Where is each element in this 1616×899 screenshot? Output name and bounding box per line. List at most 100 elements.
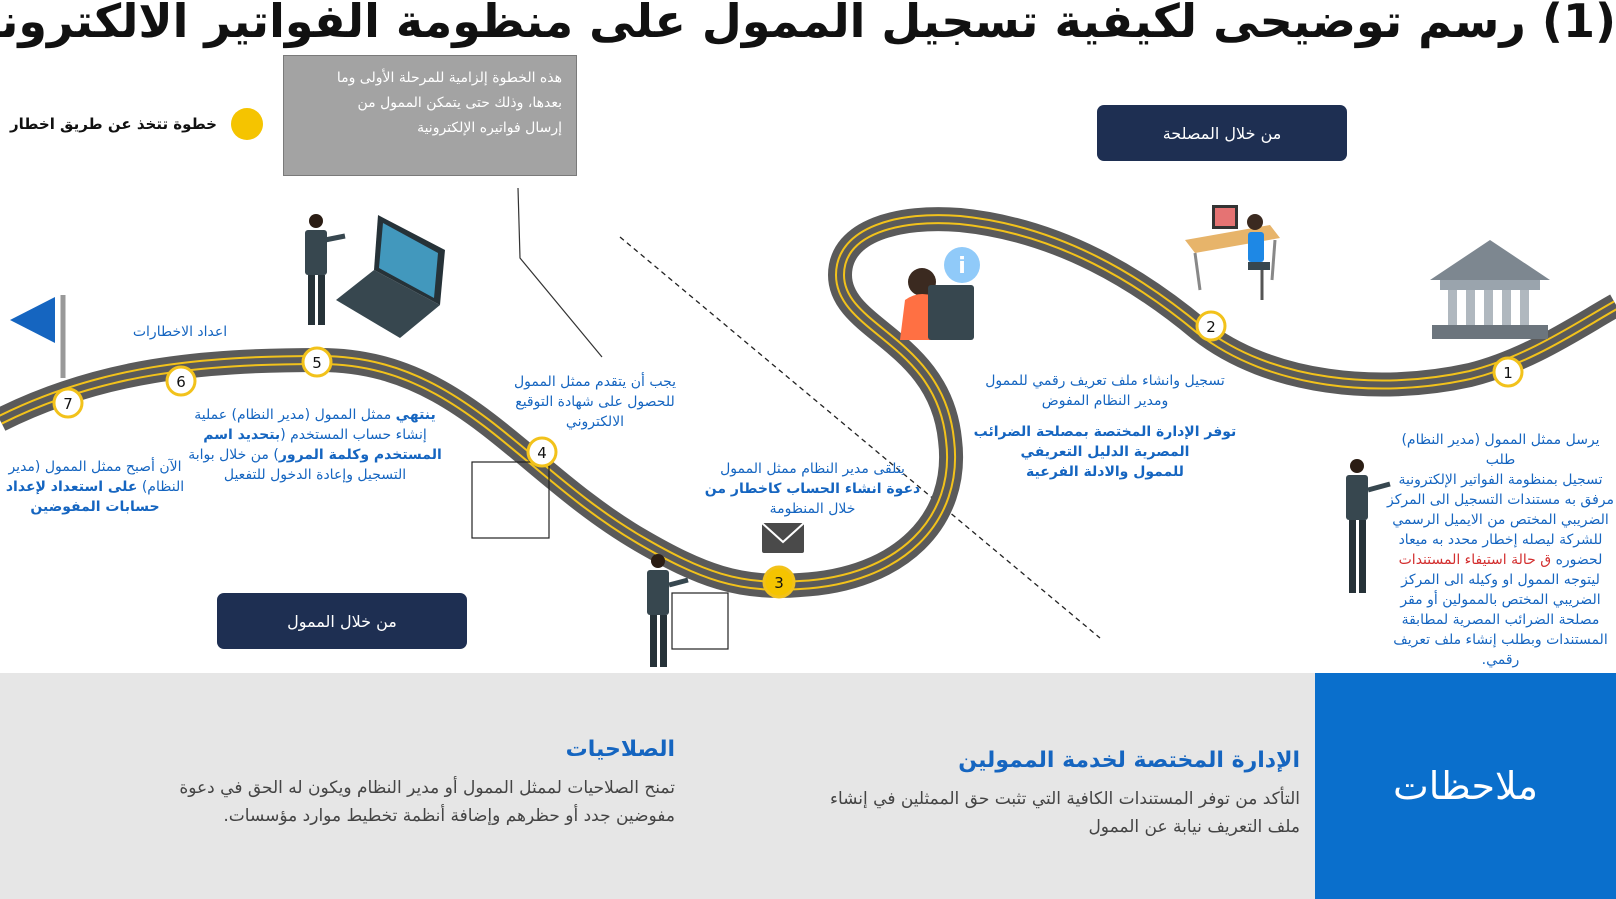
text-line: تسجيل بمنظومة الفواتير الإلكترونية (1398, 472, 1603, 488)
text-line: إنشاء حساب المستخدم (بتحديد اسم (185, 425, 445, 445)
svg-text:i: i (958, 254, 966, 279)
text-line: للحصول على شهادة التوقيع (515, 394, 675, 410)
section-body: تمنح الصلاحيات لممثل الممول أو مدير النظ… (130, 774, 675, 830)
step-marker-7: 7 (52, 387, 84, 419)
section-heading: الإدارة المختصة لخدمة الممولين (958, 748, 1300, 773)
road-edge-lines (0, 214, 1616, 591)
section-heading: الصلاحيات (565, 737, 675, 762)
road (0, 207, 1616, 598)
step-marker-2: 2 (1195, 310, 1227, 342)
notes-title: ملاحظات (1315, 673, 1616, 899)
step7-description: الآن أصبح ممثل الممول (مدير النظام) على … (5, 457, 185, 517)
note-line: هذه الخطوة إلزامية للمرحلة الأولى وما (336, 70, 562, 86)
through-taxpayer-label: من خلال الممول (217, 593, 467, 649)
text-fragment: لحضوره (1551, 552, 1603, 568)
text-line: ليتوجه الممول او وكيله الى المركز (1401, 572, 1600, 588)
note-line: بعدها، وذلك حتى يتمكن الممول من (357, 95, 562, 111)
step-marker-circle (526, 436, 558, 468)
text-line: خلال المنظومة (769, 501, 856, 517)
text-fragment: ممثل الممول (مدير النظام) عملية (194, 407, 396, 423)
step4-description: يجب أن يتقدم ممثل الممول للحصول على شهاد… (495, 372, 695, 432)
step-marker-3: 3 (762, 565, 796, 599)
section-body: التأكد من توفر المستندات الكافية التي تث… (790, 785, 1300, 841)
text-line: الضريبي المختص بالممولين أو مقر (1400, 592, 1601, 608)
text-line: للشركة ليصله إخطار محدد به ميعاد (1398, 532, 1603, 548)
notes-section-permissions: الصلاحيات تمنح الصلاحيات لممثل الممول أو… (130, 737, 675, 830)
text-line: الآن أصبح ممثل الممول (مدير (8, 459, 182, 475)
step-marker-6: 6 (165, 365, 197, 397)
text-line: يجب أن يتقدم ممثل الممول (513, 374, 677, 390)
highlight-red-text: ق حالة استيفاء المستندات (1398, 552, 1552, 568)
text-line: حسابات المفوضين (30, 499, 160, 515)
notes-section-customer-service: الإدارة المختصة لخدمة الممولين التأكد من… (790, 748, 1300, 841)
text-line: ومدير النظام المفوض (1041, 393, 1169, 409)
text-fragment: المستخدم وكلمة المرور (278, 447, 442, 463)
through-authority-label: من خلال المصلحة (1097, 105, 1347, 161)
envelope-icon (761, 522, 805, 553)
road-center (0, 216, 1616, 589)
businessman-icon (647, 554, 689, 667)
text-line: التسجيل وإعادة الدخول للتفعيل (223, 467, 407, 483)
step-marker-5: 5 (301, 346, 333, 378)
text-line: المصرية الدليل التعريفي (1020, 444, 1190, 460)
text-line: الضريبي المختص من الايميل الرسمي (1392, 512, 1609, 528)
legend-yellow-dot-icon (231, 108, 263, 140)
text-line: النظام) على استعداد لإعداد (5, 477, 185, 497)
step-marker-1: 1 (1492, 356, 1524, 388)
mandatory-step-note: هذه الخطوة إلزامية للمرحلة الأولى وما بع… (283, 55, 577, 176)
text-line: ملف التعريف نيابة عن الممول (1088, 817, 1300, 837)
flag-icon (10, 297, 55, 343)
text-line: المستندات وبطلب إنشاء ملف تعريف (1393, 632, 1608, 648)
text-fragment: النظام) (137, 479, 185, 495)
office-worker-icon (1185, 205, 1280, 300)
laptop-icon (336, 215, 445, 338)
step-marker-circle (1492, 356, 1524, 388)
step3-description: يتلقى مدير النظام ممثل الممول دعوة انشاء… (700, 459, 925, 519)
text-line: دعوة انشاء الحساب كاخطار من (704, 481, 921, 497)
step-number: 4 (537, 444, 547, 462)
step6-description: اعداد الاخطارات (132, 324, 228, 340)
step-marker-circle (52, 387, 84, 419)
text-line: مفوضين جدد أو حظرهم وإضافة أنظمة تخطيط م… (223, 806, 675, 826)
text-line: رقمي. (1481, 652, 1520, 668)
step-number: 7 (63, 395, 73, 413)
text-fragment: إنشاء حساب المستخدم ( (280, 427, 427, 443)
businessman-icon (1346, 459, 1391, 593)
text-line: تسجيل وانشاء ملف تعريف رقمي للممول (985, 373, 1225, 389)
step2-guide-note: توفر الإدارة المختصة بمصلحة الضرائب المص… (955, 422, 1255, 482)
bank-building-icon (1430, 240, 1550, 339)
text-fragment: بتحديد اسم (203, 427, 281, 443)
text-fragment: ) من خلال بوابة (188, 447, 279, 463)
support-agent-icon: i (900, 247, 980, 340)
step-number: 2 (1206, 318, 1216, 336)
text-line: ينتهي ممثل الممول (مدير النظام) عملية (185, 405, 445, 425)
text-line: تمنح الصلاحيات لممثل الممول أو مدير النظ… (179, 778, 675, 798)
text-fragment: ينتهي (395, 407, 436, 423)
text-line: مصلحة الضرائب المصرية لمطابقة (1401, 612, 1600, 628)
step-marker-circle (1195, 310, 1227, 342)
step-number: 6 (176, 373, 186, 391)
step-marker-4: 4 (526, 436, 558, 468)
step-number: 1 (1503, 364, 1513, 382)
page-title: (1) رسم توضيحى لكيفية تسجيل الممول على م… (0, 0, 1616, 48)
step-marker-circle (301, 346, 333, 378)
text-line: مرفق به مستندات التسجيل الى المركز (1386, 492, 1615, 508)
businessman-icon (305, 214, 346, 325)
text-line: الالكتروني (565, 414, 625, 430)
legend-label: خطوة تتخذ عن طريق اخطار (10, 115, 217, 133)
step5-description: ينتهي ممثل الممول (مدير النظام) عملية إن… (185, 405, 445, 485)
text-line: لحضوره ق حالة استيفاء المستندات (1385, 550, 1616, 570)
note-connector-line (517, 187, 603, 358)
placeholder-box (471, 461, 550, 539)
step2-description: تسجيل وانشاء ملف تعريف رقمي للممول ومدير… (955, 371, 1255, 411)
text-line: يتلقى مدير النظام ممثل الممول (720, 461, 905, 477)
step-number: 3 (774, 574, 784, 592)
note-line: إرسال فواتيره الإلكترونية (417, 120, 562, 136)
text-line: التأكد من توفر المستندات الكافية التي تث… (829, 789, 1300, 809)
text-fragment: على استعداد لإعداد (5, 479, 138, 495)
step1-description: يرسل ممثل الممول (مدير النظام) طلب تسجيل… (1385, 430, 1616, 670)
legend: خطوة تتخذ عن طريق اخطار (10, 108, 263, 140)
text-line: المستخدم وكلمة المرور) من خلال بوابة (185, 445, 445, 465)
text-line: للممول والادلة الفرعية (1026, 464, 1184, 480)
